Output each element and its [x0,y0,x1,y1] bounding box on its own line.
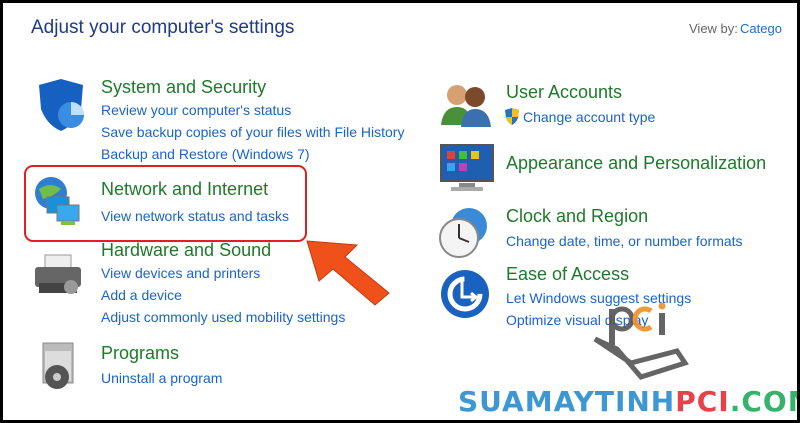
programs-disc-icon [42,342,74,389]
highlight-box [24,165,307,242]
link-uninstall-program[interactable]: Uninstall a program [101,370,223,386]
watermark-text: SUAMAYTINHPCI.COM [458,385,797,419]
link-devices-printers[interactable]: View devices and printers [101,265,261,281]
link-add-device[interactable]: Add a device [101,287,182,303]
view-by-dropdown[interactable]: Catego [740,21,782,36]
category-network-internet[interactable]: Network and Internet [101,179,269,199]
category-system-security[interactable]: System and Security [101,77,267,97]
view-by-label: View by: [689,21,738,36]
page-title: Adjust your computer's settings [31,17,295,38]
monitor-icon [440,144,494,191]
link-change-account-type[interactable]: Change account type [523,109,656,125]
link-network-status[interactable]: View network status and tasks [101,208,290,224]
category-ease-of-access[interactable]: Ease of Access [506,264,630,284]
pci-logo-watermark [593,302,689,380]
printer-icon [35,254,81,294]
shield-icon [39,79,84,131]
network-globe-icon [35,177,80,225]
link-backup-restore[interactable]: Backup and Restore (Windows 7) [101,146,310,162]
ease-of-access-icon [441,270,489,318]
users-icon [441,85,491,127]
link-mobility-settings[interactable]: Adjust commonly used mobility settings [101,309,346,325]
clock-globe-icon [439,208,487,258]
arrow-annotation-icon [306,240,390,306]
watermark-part3: .COM [729,385,797,418]
control-panel: Adjust your computer's settings View by:… [3,3,797,420]
category-programs[interactable]: Programs [101,343,180,363]
category-user-accounts[interactable]: User Accounts [506,82,623,102]
link-review-status[interactable]: Review your computer's status [101,102,292,118]
link-file-history[interactable]: Save backup copies of your files with Fi… [101,124,405,140]
watermark-part2: PCI [675,385,730,418]
uac-shield-icon [505,108,519,125]
watermark-part1: SUAMAYTINH [458,385,676,418]
link-suggest-settings[interactable]: Let Windows suggest settings [506,290,692,306]
link-date-time-formats[interactable]: Change date, time, or number formats [506,233,743,249]
category-clock-region[interactable]: Clock and Region [506,206,649,226]
category-appearance[interactable]: Appearance and Personalization [506,153,767,173]
category-hardware-sound[interactable]: Hardware and Sound [101,240,272,260]
